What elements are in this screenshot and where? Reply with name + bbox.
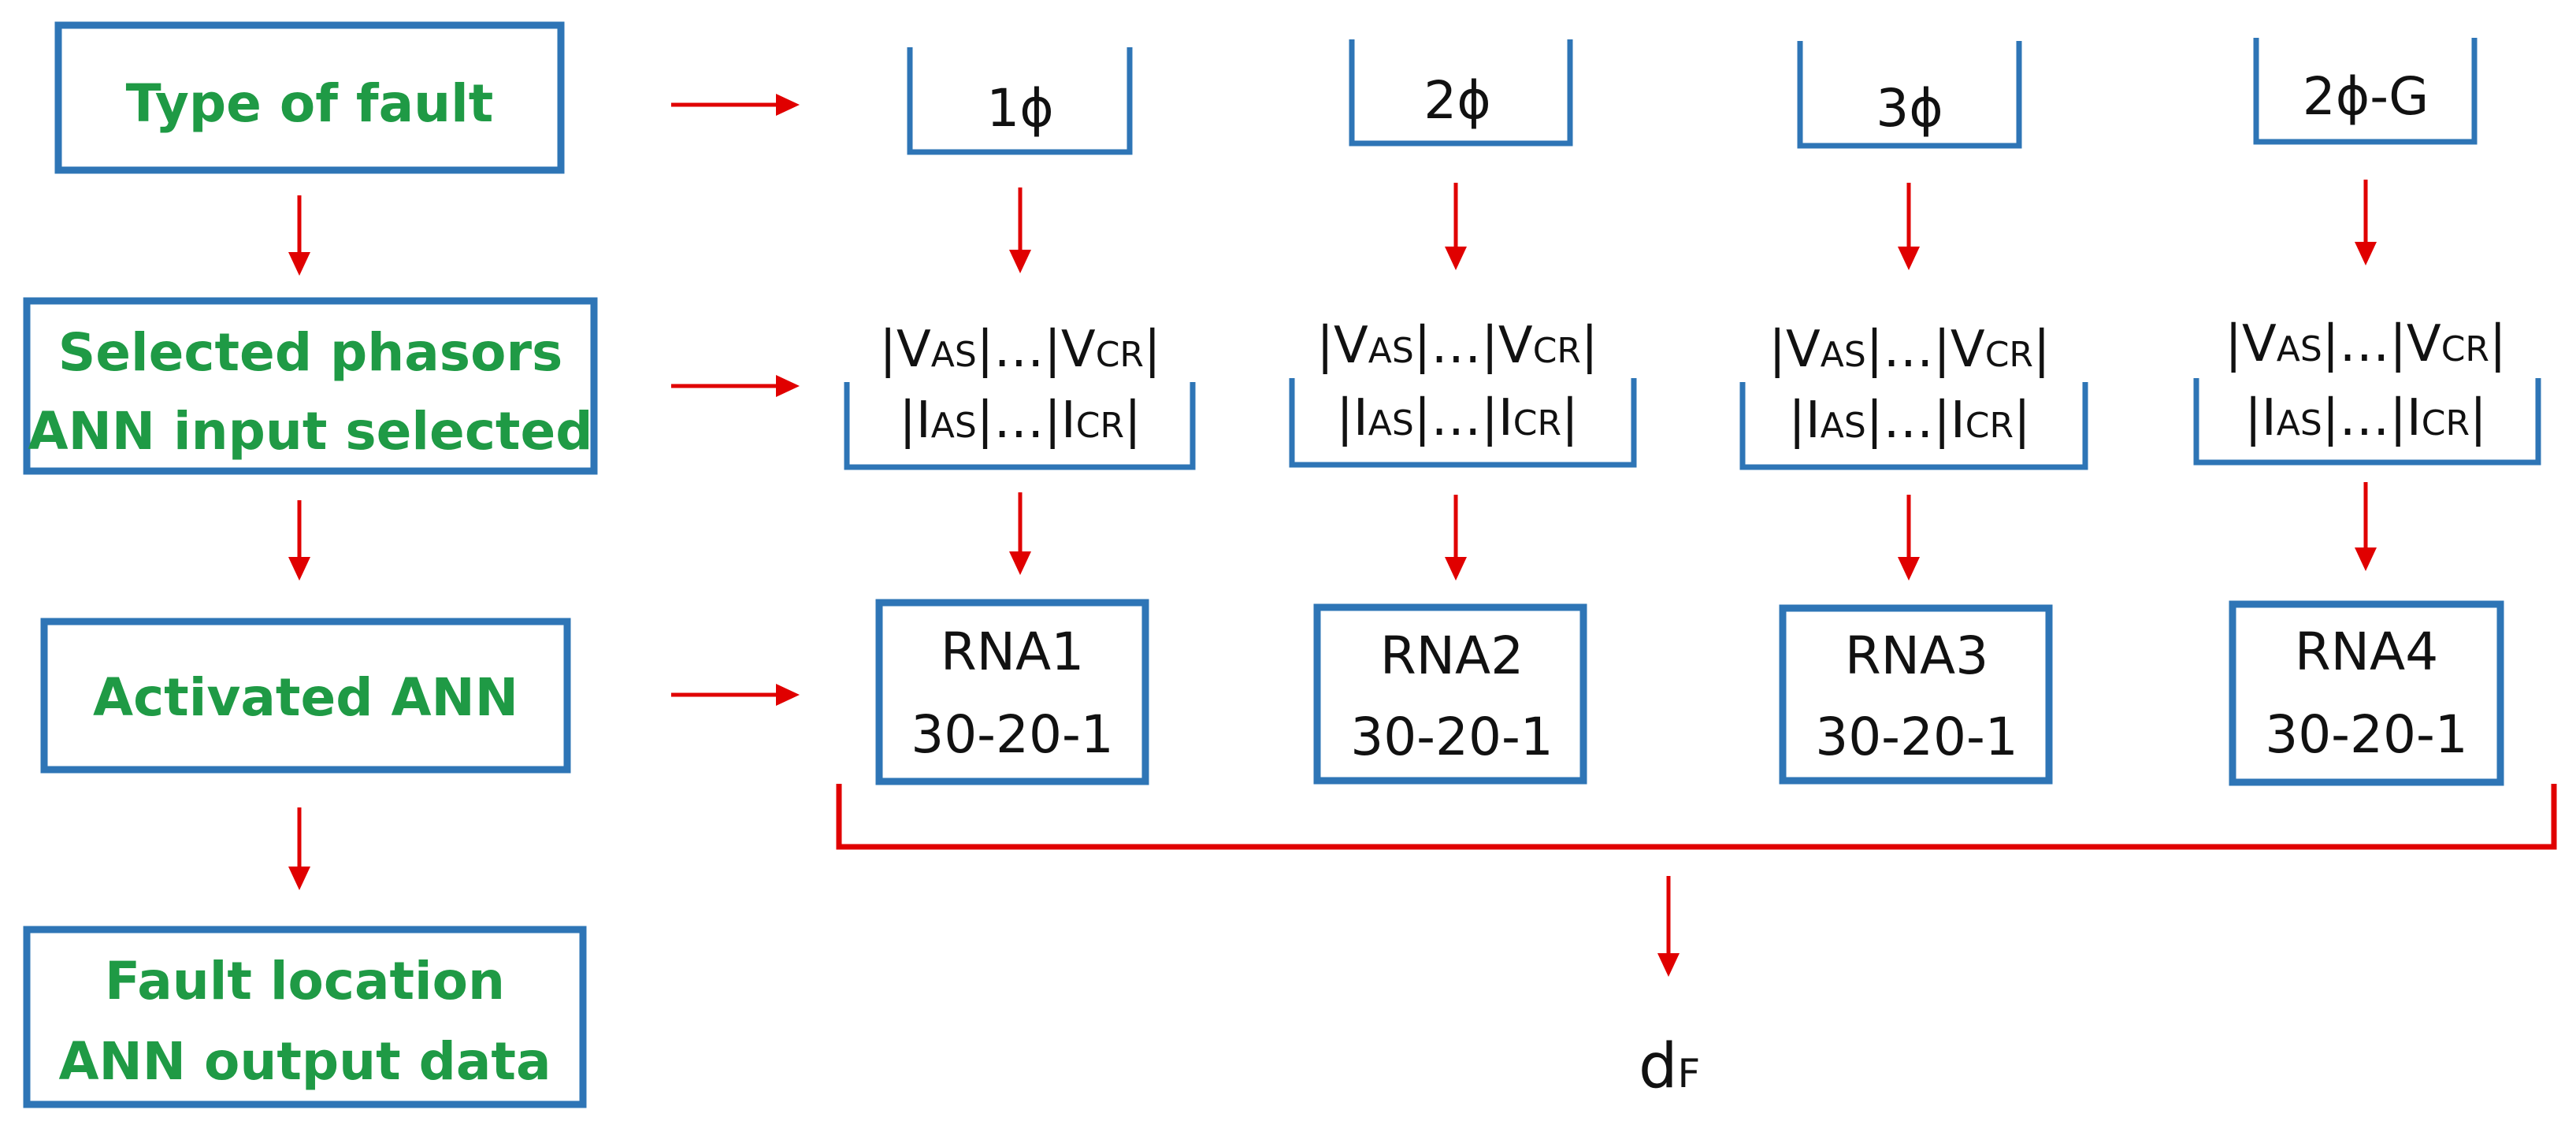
fault-type-3: 3ϕ [1876, 78, 1943, 139]
phasor-v-4: |VAS|…|VCR| [2225, 315, 2506, 373]
selected-phasors-box [23, 297, 598, 475]
phasor-bucket-3 [1739, 382, 2088, 470]
phasor-v-1: |VAS|…|VCR| [879, 321, 1160, 379]
ann-box-4 [2229, 600, 2504, 786]
fault-location-label-line1: Fault location [105, 951, 505, 1011]
phasor-i-4: |IAS|…|ICR| [2244, 389, 2486, 447]
fault-type-bucket-2 [1349, 39, 1573, 147]
phasor-v-3: |VAS|…|VCR| [1769, 321, 2050, 379]
column-2: 2ϕ |VAS|…|VCR| |IAS|…|ICR| RNA2 30-20-1 [1289, 39, 1637, 785]
right-arrows [671, 94, 800, 706]
fault-type-1: 1ϕ [986, 78, 1054, 139]
ann-name-2: RNA2 [1380, 625, 1524, 686]
ann-box-3 [1779, 604, 2053, 785]
ann-arch-4: 30-20-1 [2265, 704, 2468, 765]
selected-phasors-label-line1: Selected phasors [58, 322, 563, 383]
column-4: 2ϕ-G |VAS|…|VCR| |IAS|…|ICR| RNA4 30-20-… [2193, 38, 2541, 786]
phasor-bucket-4 [2193, 378, 2541, 466]
type-of-fault-box [54, 21, 565, 174]
phasor-bucket-2 [1289, 378, 1637, 468]
ann-box-2 [1313, 603, 1587, 785]
type-of-fault-label: Type of fault [126, 73, 494, 134]
ann-box-1 [875, 599, 1149, 785]
fault-type-4: 2ϕ-G [2303, 66, 2429, 127]
left-down-arrows [288, 195, 310, 890]
phasor-bucket-1 [844, 382, 1196, 470]
phasor-v-2: |VAS|…|VCR| [1316, 317, 1598, 375]
phasor-i-2: |IAS|…|ICR| [1336, 389, 1578, 447]
ann-name-3: RNA3 [1845, 625, 1988, 686]
fault-type-bucket-1 [907, 47, 1133, 155]
column-1: 1ϕ |VAS|…|VCR| |IAS|…|ICR| RNA1 30-20-1 [844, 47, 1196, 785]
phasor-i-3: |IAS|…|ICR| [1788, 392, 2030, 450]
fault-location-box [23, 926, 587, 1108]
fault-location-label-line2: ANN output data [58, 1031, 551, 1092]
selected-phasors-label-line2: ANN input selected [28, 401, 592, 462]
ann-arch-2: 30-20-1 [1350, 707, 1553, 767]
ann-name-1: RNA1 [941, 622, 1084, 682]
output-combiner-bracket [836, 784, 2557, 850]
ann-name-4: RNA4 [2295, 622, 2438, 682]
phasor-i-1: |IAS|…|ICR| [899, 392, 1141, 450]
ann-arch-1: 30-20-1 [911, 704, 1114, 765]
column-3: 3ϕ |VAS|…|VCR| |IAS|…|ICR| RNA3 30-20-1 [1739, 41, 2088, 785]
ann-arch-3: 30-20-1 [1815, 707, 2018, 767]
activated-ann-label: Activated ANN [93, 667, 518, 728]
fault-type-bucket-3 [1797, 41, 2022, 149]
output-arrow [1657, 876, 1680, 977]
output-distance-label: dF [1639, 1031, 1700, 1102]
fault-type-2: 2ϕ [1423, 70, 1491, 131]
activated-ann-box [40, 618, 571, 774]
fault-type-bucket-4 [2253, 38, 2478, 145]
